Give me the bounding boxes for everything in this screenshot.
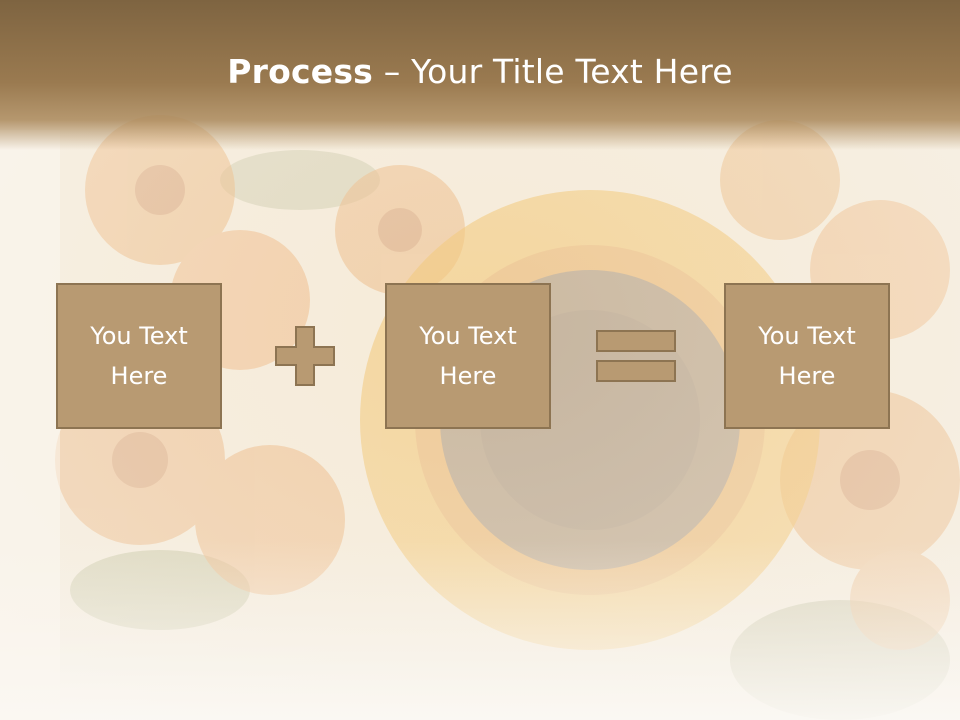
- slide-title: Process – Your Title Text Here: [0, 52, 960, 91]
- text-box-2[interactable]: You Text Here: [385, 283, 551, 429]
- text-box-1-label: You Text Here: [90, 322, 188, 390]
- equals-icon: [596, 330, 676, 382]
- text-box-1[interactable]: You Text Here: [56, 283, 222, 429]
- text-box-3[interactable]: You Text Here: [724, 283, 890, 429]
- text-box-2-label: You Text Here: [419, 322, 517, 390]
- title-rest-text: – Your Title Text Here: [373, 52, 733, 91]
- title-bold-text: Process: [227, 52, 374, 91]
- text-box-3-label: You Text Here: [758, 322, 856, 390]
- plus-icon: [275, 326, 335, 386]
- title-bar: [0, 0, 960, 150]
